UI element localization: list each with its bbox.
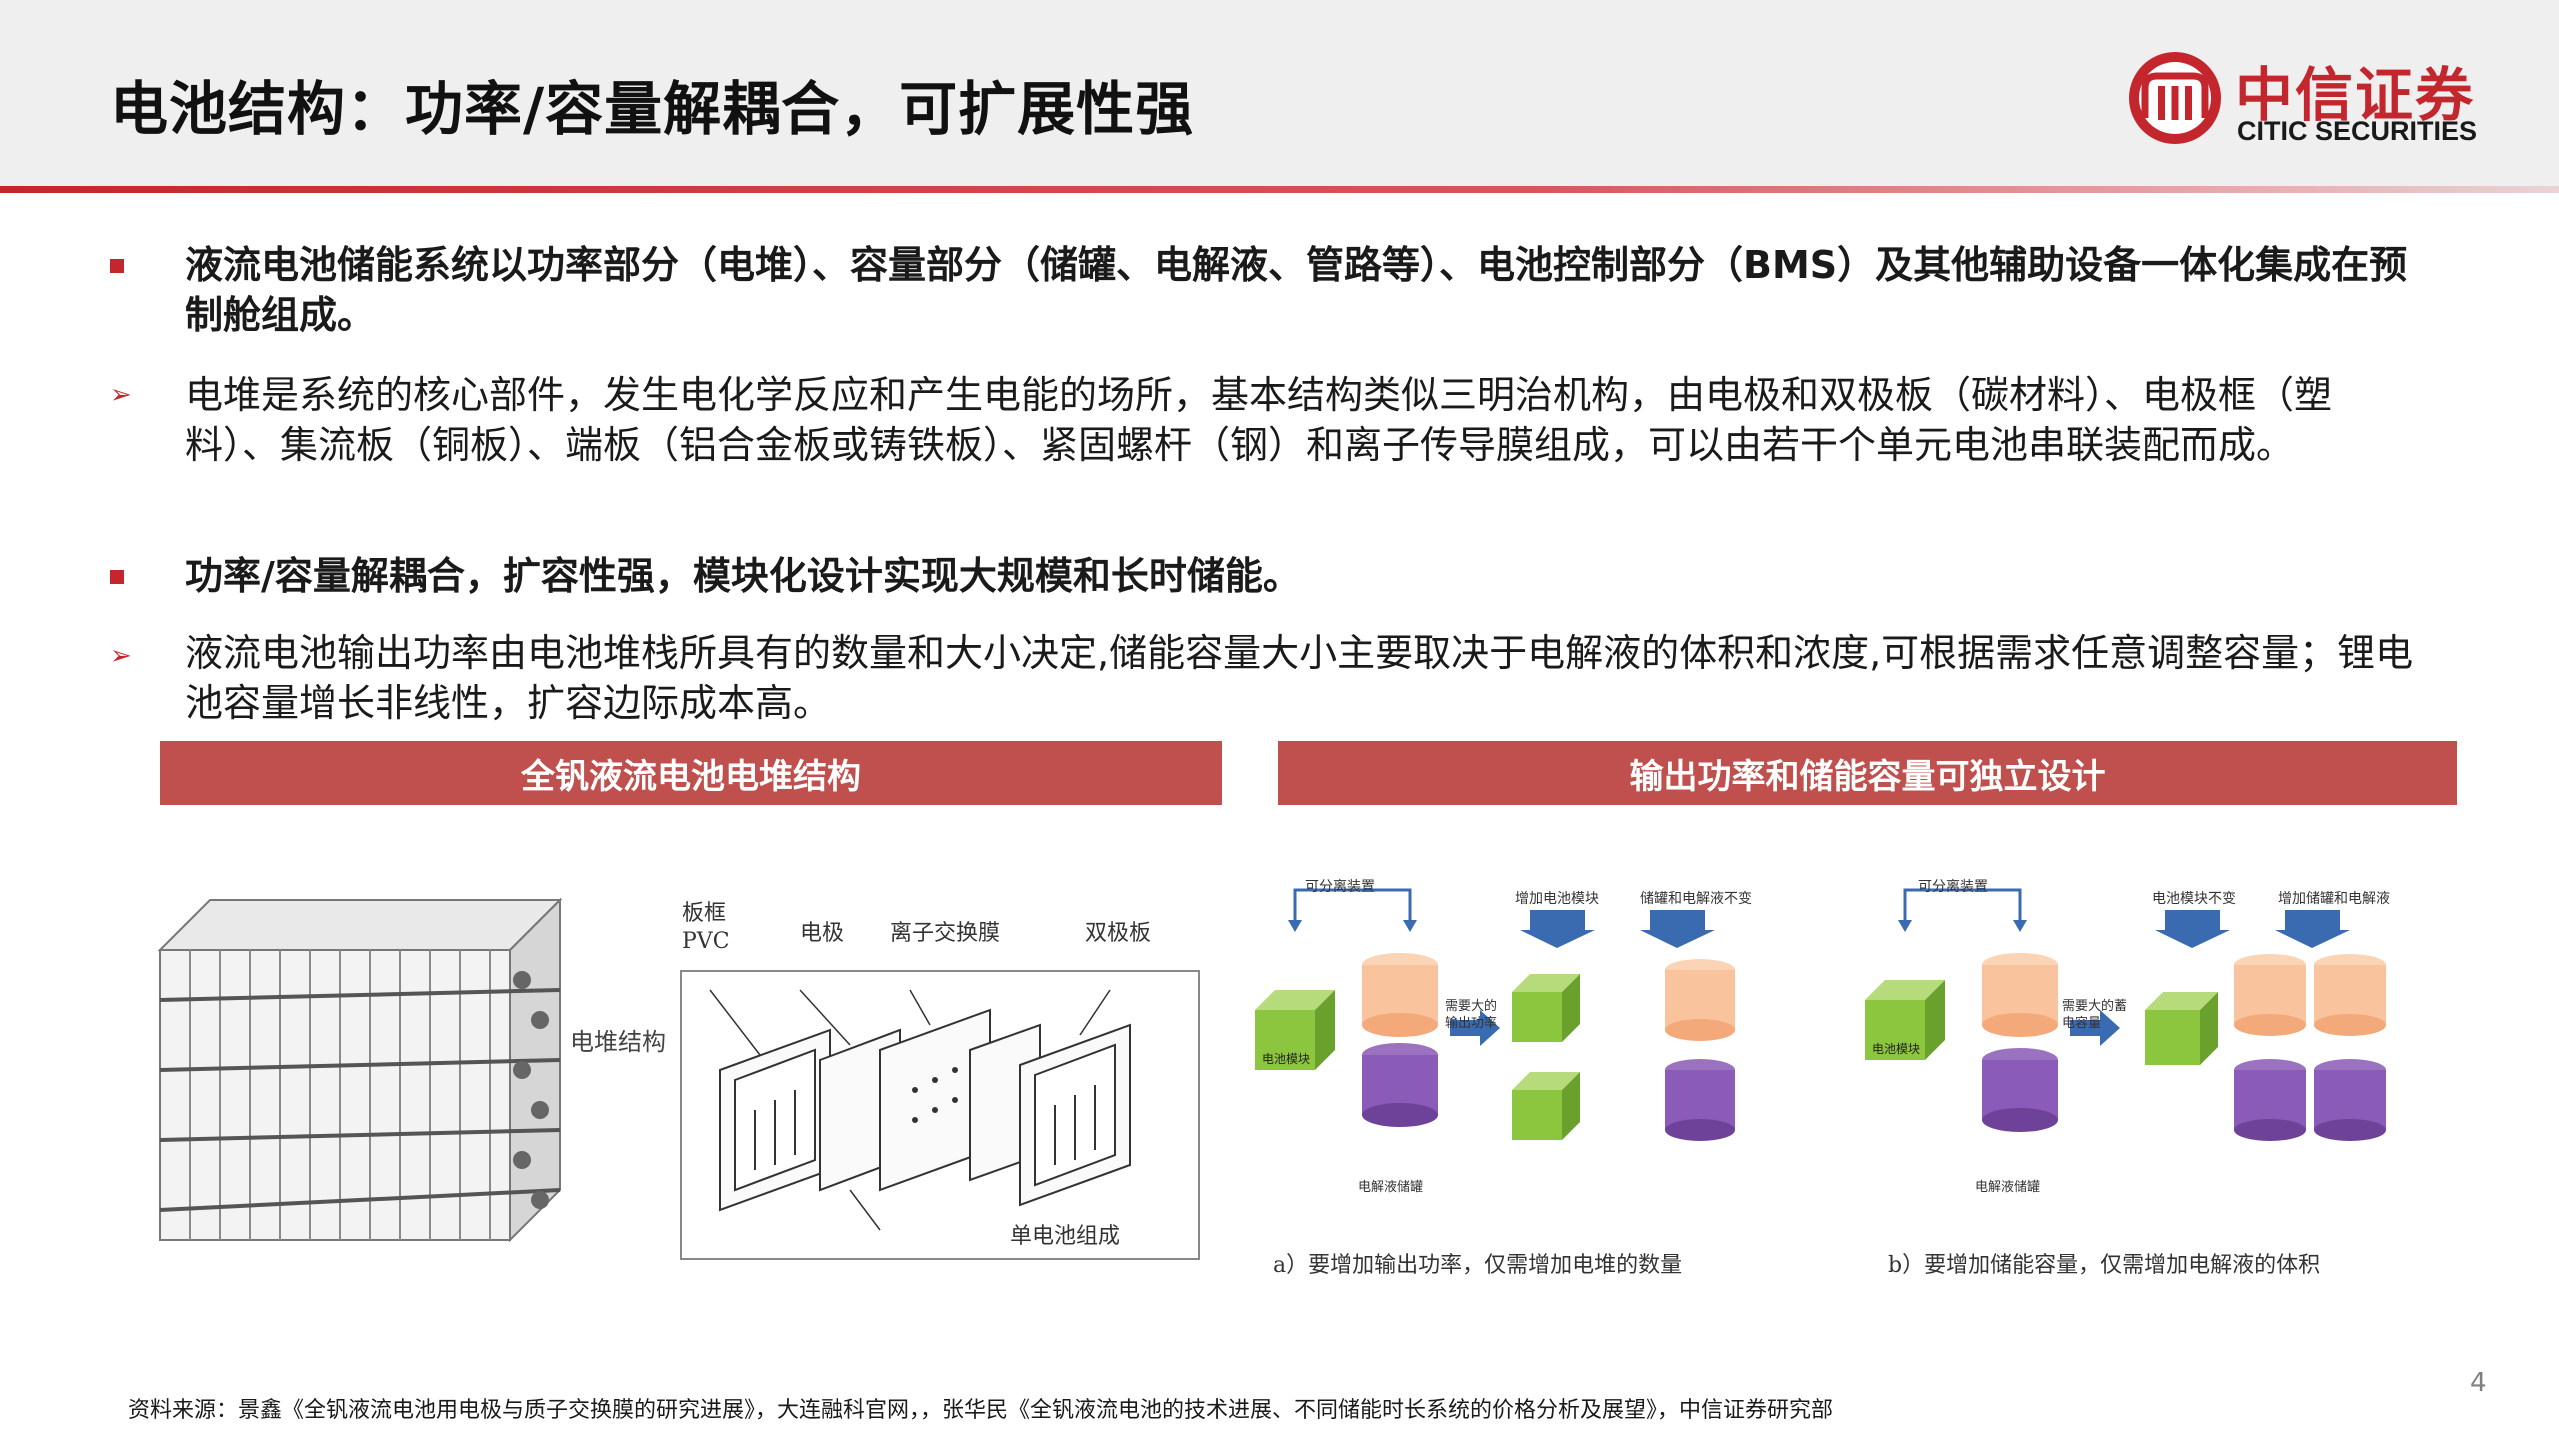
b-add-tank-label: 增加储罐和电解液	[2278, 891, 2390, 907]
arrow-bullet-icon: ➢	[110, 380, 132, 410]
b-tank-label: 电解液储罐	[1975, 1180, 2041, 1195]
point-1: 液流电池储能系统以功率部分（电堆）、容量部分（储罐、电解液、管路等）、电池控制部…	[185, 243, 2408, 337]
page-number: 4	[2470, 1368, 2487, 1398]
diagram-a	[1255, 888, 1735, 1141]
diagram-b	[1865, 888, 2386, 1141]
left-figure-caption: 全钒液流电池电堆结构	[160, 741, 1222, 805]
single-cell-figure	[680, 970, 1200, 1260]
point-3: 功率/容量解耦合，扩容性强，模块化设计实现大规模和长时储能。	[185, 554, 1301, 598]
point-2: 电堆是系统的核心部件，发生电化学反应和产生电能的场所，基本结构类似三明治机构，由…	[185, 373, 2333, 467]
brand-logo: 中信证券 CITIC SECURITIES	[2125, 48, 2525, 153]
header-divider	[0, 186, 2559, 193]
a-caption: a）要增加输出功率，仅需增加电堆的数量	[1273, 1253, 1683, 1278]
b-module-label: 电池模块	[1872, 1042, 1921, 1056]
a-tank-unchanged-label: 储罐和电解液不变	[1640, 891, 1752, 907]
label-single-cell: 单电池组成	[1010, 1224, 1121, 1249]
stack-label: 电堆结构	[570, 1028, 666, 1056]
square-bullet-icon	[110, 570, 124, 584]
b-caption: b）要增加储能容量，仅需增加电解液的体积	[1888, 1253, 2321, 1278]
page-title: 电池结构：功率/容量解耦合，可扩展性强	[110, 75, 1195, 143]
square-bullet-icon	[110, 259, 124, 273]
a-detachable-label: 可分离装置	[1305, 879, 1375, 895]
a-add-module-label: 增加电池模块	[1515, 891, 1599, 907]
label-membrane: 离子交换膜	[890, 921, 1001, 946]
b-need-label: 需要大的蓄电容量	[2062, 999, 2128, 1031]
label-pvc: PVC	[682, 929, 730, 954]
arrow-bullet-icon: ➢	[110, 641, 132, 671]
a-tank-label: 电解液储罐	[1358, 1180, 1424, 1195]
a-need-label: 需要大的输出功率	[1445, 999, 1498, 1031]
label-bipolar: 双极板	[1085, 921, 1152, 946]
label-frame: 板框	[682, 901, 727, 926]
logo-en-text: CITIC SECURITIES	[2237, 116, 2478, 146]
label-electrode: 电极	[800, 921, 845, 946]
b-module-unchanged-label: 电池模块不变	[2152, 891, 2236, 907]
right-figure-caption: 输出功率和储能容量可独立设计	[1278, 741, 2457, 805]
logo-cn-text: 中信证券	[2235, 61, 2476, 129]
point-4: 液流电池输出功率由电池堆栈所具有的数量和大小决定,储能容量大小主要取决于电解液的…	[185, 631, 2414, 725]
stack-structure-figure	[157, 897, 563, 1243]
citic-logo-icon	[2129, 52, 2221, 144]
b-detachable-label: 可分离装置	[1918, 879, 1988, 895]
source-note: 资料来源：景鑫《全钒液流电池用电极与质子交换膜的研究进展》，大连融科官网，，张华…	[128, 1398, 1834, 1423]
a-module-label: 电池模块	[1262, 1052, 1311, 1066]
